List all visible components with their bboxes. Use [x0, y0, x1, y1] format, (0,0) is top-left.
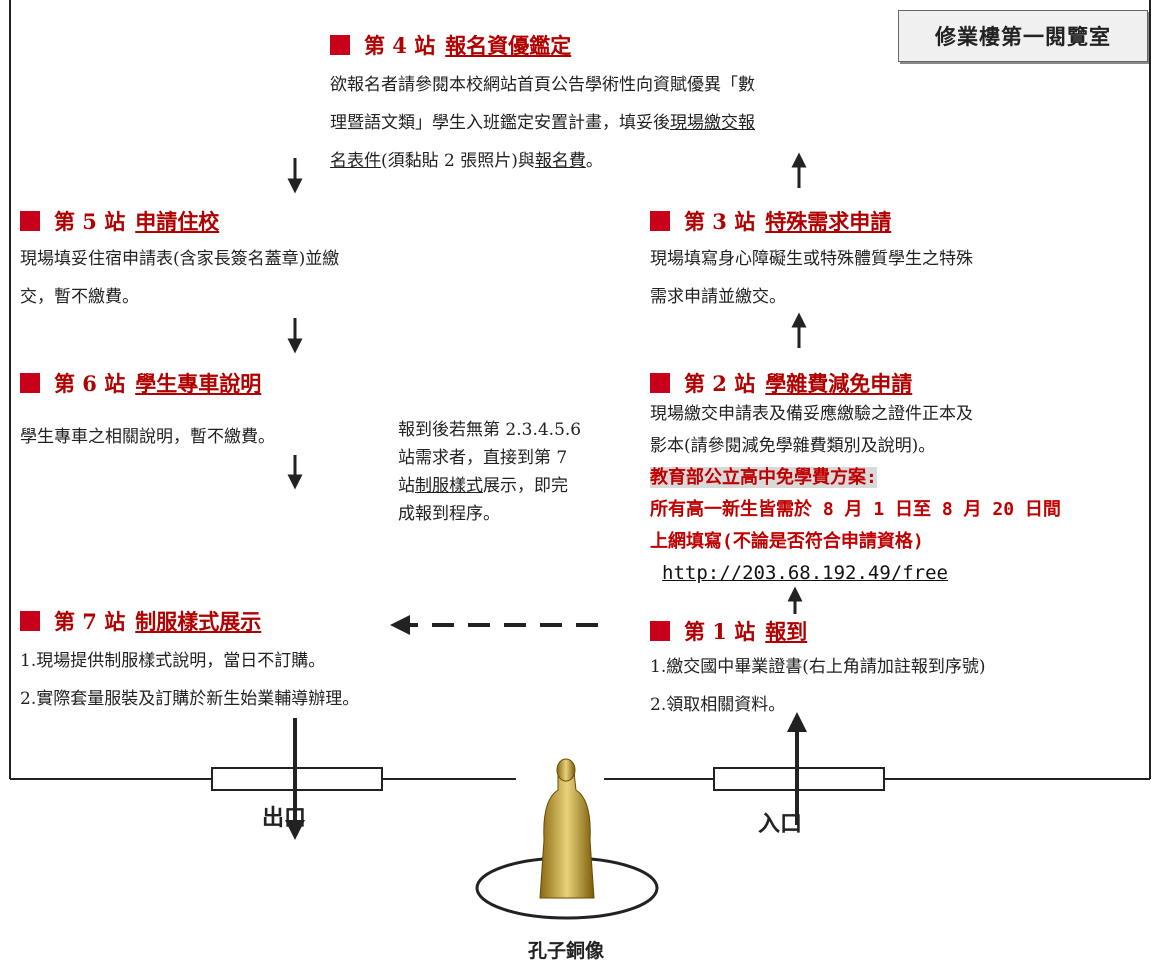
red-square-icon: [650, 373, 670, 393]
station-1-line1: 1.繳交國中畢業證書(右上角請加註報到序號): [650, 657, 986, 677]
shortcut-line3-underlined: 制服樣式: [415, 476, 483, 496]
shortcut-note: 報到後若無第 2.3.4.5.6 站需求者，直接到第 7 站制服樣式展示，即完 …: [398, 416, 628, 528]
shortcut-line3-b: 展示，即完: [483, 476, 568, 496]
station-1-name: 報到: [765, 619, 808, 644]
station-5-number: 第 5 站: [54, 209, 126, 234]
station-4-title: 第 4 站報名資優鑑定: [330, 30, 571, 60]
station-7-title: 第 7 站制服樣式展示: [20, 606, 261, 636]
station-3-desc: 現場填寫身心障礙生或特殊體質學生之特殊 需求申請並繳交。: [650, 240, 1140, 316]
free-tuition-note: 教育部公立高中免學費方案: 所有高一新生皆需於 8 月 1 日至 8 月 20 …: [650, 462, 1150, 558]
red-square-icon: [20, 611, 40, 631]
confucius-statue-icon: [539, 758, 595, 899]
station-4-line1: 欲報名者請參閱本校網站首頁公告學術性向資賦優異「數: [330, 75, 755, 95]
station-2-name: 學雜費減免申請: [765, 371, 913, 396]
free-tuition-note-line2: 上網填寫(不論是否符合申請資格): [650, 531, 924, 552]
station-7-number: 第 7 站: [54, 609, 126, 634]
room-label: 修業樓第一閱覽室: [898, 10, 1148, 62]
station-7-line2: 2.實際套量服裝及訂購於新生始業輔導辦理。: [20, 689, 360, 709]
shortcut-line3: 站制服樣式展示，即完: [398, 472, 628, 500]
free-tuition-link[interactable]: http://203.68.192.49/free: [662, 562, 948, 584]
station-3-name: 特殊需求申請: [765, 209, 892, 234]
station-4-name: 報名資優鑑定: [445, 33, 572, 58]
entrance-label: 入口: [758, 811, 803, 837]
station-2-line1: 現場繳交申請表及備妥應繳驗之證件正本及: [650, 404, 973, 424]
station-4-number: 第 4 站: [364, 33, 436, 58]
station-4-form-text: 名表件: [330, 151, 381, 171]
station-1-number: 第 1 站: [684, 619, 756, 644]
station-3-title: 第 3 站特殊需求申請: [650, 206, 891, 236]
station-2-title: 第 2 站學雜費減免申請: [650, 368, 912, 398]
red-square-icon: [330, 35, 350, 55]
free-tuition-note-title: 教育部公立高中免學費方案:: [650, 467, 877, 488]
station-5-title: 第 5 站申請住校: [20, 206, 219, 236]
station-5-line1: 現場填妥住宿申請表(含家長簽名蓋章)並繳: [20, 249, 340, 269]
station-5-desc: 現場填妥住宿申請表(含家長簽名蓋章)並繳 交，暫不繳費。: [20, 240, 490, 316]
station-2-desc: 現場繳交申請表及備妥應繳驗之證件正本及 影本(請參閱減免學雜費類別及說明)。: [650, 398, 1145, 462]
statue-label: 孔子銅像: [528, 940, 605, 962]
red-square-icon: [20, 373, 40, 393]
station-4-line2-underlined: 現場繳交報: [670, 113, 755, 133]
building-outline: [9, 0, 1151, 780]
shortcut-line1: 報到後若無第 2.3.4.5.6: [398, 420, 582, 440]
station-4-desc: 欲報名者請參閱本校網站首頁公告學術性向資賦優異「數 理暨語文類」學生入班鑑定安置…: [330, 66, 930, 180]
station-6-line1: 學生專車之相關說明，暫不繳費。: [20, 427, 275, 447]
station-5-line2: 交，暫不繳費。: [20, 287, 139, 307]
red-square-icon: [650, 621, 670, 641]
station-6-desc: 學生專車之相關說明，暫不繳費。: [20, 418, 490, 456]
station-5-name: 申請住校: [135, 209, 220, 234]
station-6-number: 第 6 站: [54, 371, 126, 396]
shortcut-line4: 成報到程序。: [398, 504, 500, 524]
station-3-line2: 需求申請並繳交。: [650, 287, 786, 307]
station-6-name: 學生專車說明: [135, 371, 262, 396]
station-2-number: 第 2 站: [684, 371, 756, 396]
shortcut-line2: 站需求者，直接到第 7: [398, 448, 568, 468]
station-4-line2-text: 理暨語文類」學生入班鑑定安置計畫，填妥後: [330, 113, 670, 133]
station-3-number: 第 3 站: [684, 209, 756, 234]
station-7-desc: 1.現場提供制服樣式說明，當日不訂購。 2.實際套量服裝及訂購於新生始業輔導辦理…: [20, 642, 580, 718]
red-square-icon: [650, 211, 670, 231]
station-4-line3-end: 。: [585, 151, 603, 171]
station-7-line1: 1.現場提供制服樣式說明，當日不訂購。: [20, 651, 326, 671]
station-7-name: 制服樣式展示: [135, 609, 262, 634]
station-1-desc: 1.繳交國中畢業證書(右上角請加註報到序號) 2.領取相關資料。: [650, 648, 1150, 724]
station-4-line3-mid: (須黏貼 2 張照片)與: [381, 151, 535, 171]
shortcut-line3-a: 站: [398, 476, 415, 496]
station-2-line2: 影本(請參閱減免學雜費類別及說明)。: [650, 436, 936, 456]
station-1-title: 第 1 站報到: [650, 616, 807, 646]
station-6-title: 第 6 站學生專車說明: [20, 368, 261, 398]
free-tuition-note-line1: 所有高一新生皆需於 8 月 1 日至 8 月 20 日間: [650, 499, 1061, 520]
station-3-line1: 現場填寫身心障礙生或特殊體質學生之特殊: [650, 249, 973, 269]
station-4-line2: 理暨語文類」學生入班鑑定安置計畫，填妥後現場繳交報: [330, 104, 930, 142]
station-4-line3: 名表件(須黏貼 2 張照片)與報名費。: [330, 142, 930, 180]
red-square-icon: [20, 211, 40, 231]
station-1-line2: 2.領取相關資料。: [650, 695, 786, 715]
station-4-fee-text: 報名費: [534, 151, 586, 171]
